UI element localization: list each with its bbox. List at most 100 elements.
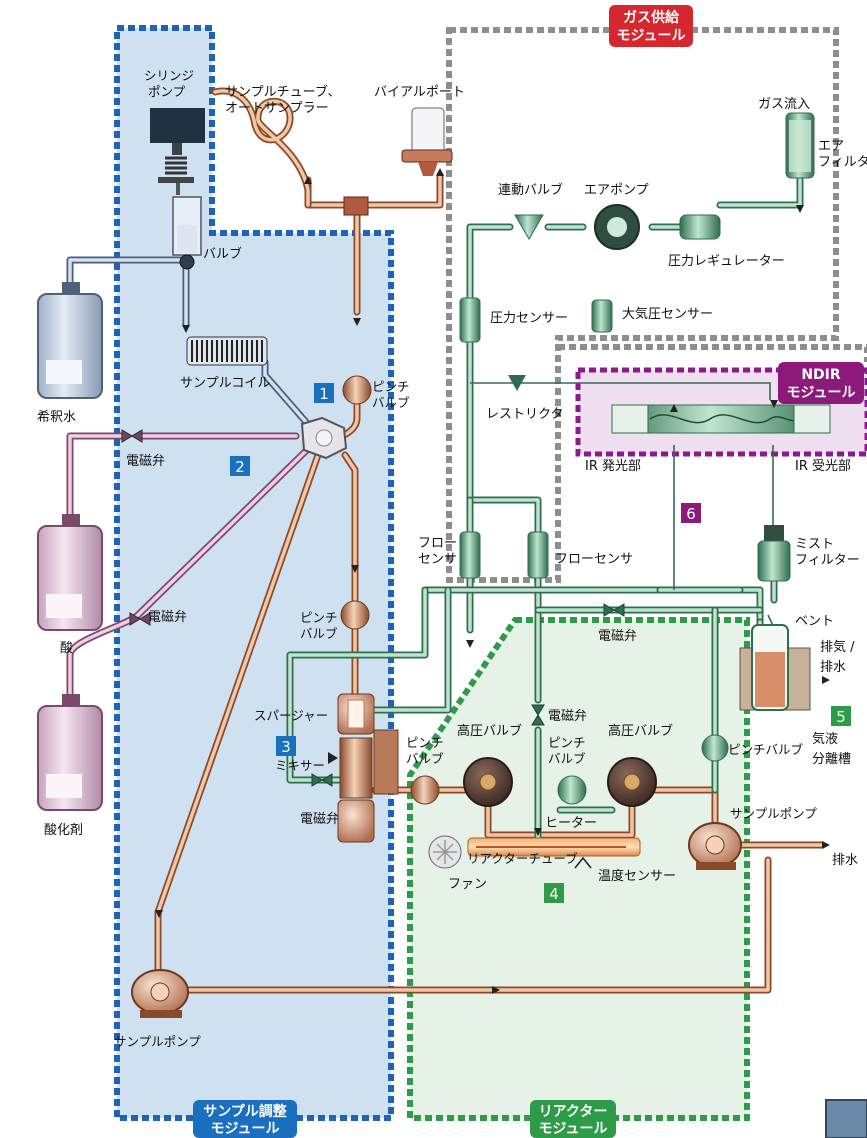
label-pinch-valve-2b: バルブ [300, 626, 338, 641]
svg-text:モジュール: モジュール [210, 1121, 279, 1137]
sample-prep-module-badge: サンプル調整 モジュール [193, 1100, 297, 1138]
label-ir-receiver: IR 受光部 [795, 459, 851, 474]
label-flow-sensor-1b: センサ [418, 552, 457, 567]
vial-port [402, 108, 452, 176]
mist-filter [758, 525, 790, 581]
label-air-filter-2: フィルター [818, 155, 867, 170]
linked-valve [515, 215, 543, 239]
flow-sensor-2 [528, 532, 548, 578]
reactor-module-badge: リアクター モジュール [530, 1100, 616, 1138]
label-mist-filter-2: フィルター [795, 553, 860, 568]
svg-text:4: 4 [549, 885, 559, 903]
label-pinch-valve-3: ピンチバルブ [728, 742, 804, 757]
sample-pump-right [689, 823, 741, 870]
label-dilution-water: 希釈水 [37, 410, 76, 425]
label-air-pump: エアポンプ [584, 183, 649, 198]
number-badge-4: 4 [544, 883, 564, 903]
corner-panel [826, 1100, 867, 1138]
oxidizer-bottle [38, 694, 102, 810]
svg-text:モジュール: モジュール [616, 28, 685, 44]
fan [429, 836, 461, 868]
label-atm-sensor: 大気圧センサー [622, 306, 713, 322]
air-filter [786, 113, 814, 178]
label-vial-port: バイアルポート [374, 85, 465, 100]
label-oxidizer: 酸化剤 [44, 822, 83, 838]
pinch-valve-4 [411, 776, 439, 804]
label-drain: 排水 [832, 853, 858, 868]
label-gas-inlet: ガス流入 [758, 97, 810, 112]
acid-bottle [38, 514, 102, 630]
label-linked-valve: 連動バルブ [498, 182, 563, 198]
svg-text:6: 6 [686, 505, 696, 523]
label-sparger: スパージャー [254, 708, 328, 723]
label-mixer: ミキサー [275, 758, 325, 773]
tee-connector [344, 197, 368, 215]
svg-text:NDIR: NDIR [801, 367, 841, 383]
label-sample-coil: サンプルコイル [180, 376, 270, 391]
hp-valve-2 [608, 758, 656, 806]
label-sample-pump-right: サンプルポンプ [730, 806, 817, 821]
atm-sensor [592, 300, 612, 332]
label-solenoid-3: 電磁弁 [300, 812, 339, 827]
label-valve: バルブ [203, 246, 242, 262]
number-badge-3: 3 [276, 736, 296, 756]
svg-text:3: 3 [281, 738, 291, 756]
svg-text:5: 5 [836, 708, 846, 726]
ndir-module-outer-region [558, 347, 867, 362]
pressure-sensor [460, 298, 480, 342]
hp-valve-1 [464, 758, 512, 806]
label-temp-sensor: 温度センサー [598, 868, 676, 884]
number-badge-5: 5 [831, 706, 851, 726]
label-syringe-pump-2: ポンプ [148, 84, 186, 99]
label-pinch-valve-5b: バルブ [548, 751, 586, 766]
label-separator-2: 分離槽 [812, 752, 851, 767]
label-solenoid-1: 電磁弁 [126, 454, 165, 469]
label-exhaust-2: 排水 [820, 660, 846, 675]
label-pinch-valve-5: ピンチ [548, 735, 586, 750]
svg-text:リアクター: リアクター [539, 1104, 608, 1120]
label-flow-sensor-1: フロー [418, 536, 457, 551]
label-pressure-regulator: 圧力レギュレーター [668, 254, 785, 269]
pressure-regulator [680, 215, 720, 239]
label-sample-pump-left: サンプルポンプ [114, 1034, 201, 1049]
label-pinch-valve-4: ピンチ [406, 735, 444, 750]
pinch-valve-3 [702, 735, 728, 761]
svg-text:サンプル調整: サンプル調整 [203, 1103, 288, 1120]
label-syringe-pump: シリンジ [144, 68, 194, 83]
svg-text:モジュール: モジュール [538, 1121, 607, 1137]
label-sample-tube: サンプルチューブ、 [225, 84, 340, 100]
label-hp-valve-2: 高圧バルブ [608, 723, 673, 739]
svg-text:1: 1 [319, 385, 329, 403]
label-ir-emitter: IR 発光部 [585, 459, 641, 474]
gas-supply-module-badge: ガス供給 モジュール [609, 5, 693, 47]
label-heater: ヒーター [545, 816, 597, 831]
dilution-water-bottle [38, 282, 102, 398]
label-air-filter: エア [818, 139, 844, 154]
label-restrictor: レストリクタ [486, 407, 563, 422]
sample-coil [187, 337, 267, 365]
svg-text:2: 2 [235, 458, 245, 476]
label-vent: ベント [795, 614, 834, 629]
label-solenoid-2: 電磁弁 [148, 610, 187, 625]
solenoid-valve-4 [604, 604, 624, 616]
label-pinch-valve-1b: バルブ [372, 395, 410, 410]
svg-text:モジュール: モジュール [786, 385, 855, 401]
sparger [338, 694, 374, 734]
pinch-valve-2 [341, 601, 369, 629]
svg-text:ガス供給: ガス供給 [623, 9, 680, 26]
sample-pump-left [132, 970, 188, 1018]
label-mist-filter: ミスト [795, 537, 834, 552]
ndir-cell [612, 405, 830, 433]
label-pressure-sensor: 圧力センサー [490, 311, 568, 326]
number-badge-1: 1 [314, 383, 334, 403]
air-pump [595, 205, 639, 249]
pinch-valve-1 [343, 376, 371, 404]
label-pinch-valve-4b: バルブ [406, 751, 444, 766]
label-fan: ファン [448, 877, 487, 892]
label-reactor-tube: リアクターチューブ [467, 851, 578, 866]
number-badge-6: 6 [681, 503, 701, 523]
label-sample-tube-2: オートサンプラー [225, 101, 329, 116]
label-separator: 気液 [812, 731, 838, 747]
label-pinch-valve-2: ピンチ [300, 610, 338, 625]
